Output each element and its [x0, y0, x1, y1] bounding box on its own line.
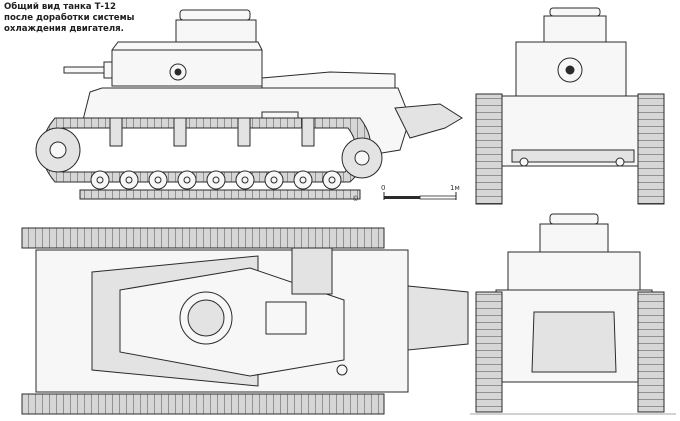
scale-end-label: 1м: [450, 184, 460, 192]
side-suspension-springs: [109, 117, 315, 147]
rear-turret: [507, 251, 641, 293]
front-left-track: [475, 93, 503, 205]
caption-line-3: охлаждения двигателя.: [4, 24, 124, 34]
caption-line-2: после доработки системы: [4, 13, 135, 23]
copyright-mark: ©: [352, 195, 359, 203]
top-track-upper: [21, 227, 385, 249]
drawing-caption: Общий вид танка Т-12 после доработки сис…: [4, 2, 174, 35]
rear-view: [470, 213, 676, 415]
top-engine-hatch: [265, 301, 307, 335]
front-view: [475, 7, 665, 205]
side-gun-barrel: [63, 61, 119, 79]
scale-bar: [383, 192, 457, 200]
side-track-lower-run: [79, 189, 361, 200]
caption-line-1: Общий вид танка Т-12: [4, 2, 116, 12]
top-radiator-grille: [291, 247, 333, 295]
side-view: [35, 9, 463, 200]
top-view: [21, 227, 469, 415]
top-track-lower: [21, 393, 385, 415]
scale-start-label: 0: [381, 184, 386, 192]
side-tail-skid: [394, 103, 463, 139]
rear-right-track: [637, 291, 665, 413]
side-turret: [111, 9, 263, 87]
side-road-wheels: [90, 170, 342, 190]
front-right-track: [637, 93, 665, 205]
rear-left-track: [475, 291, 503, 413]
top-tail-skid: [407, 285, 469, 351]
rear-engine-door: [531, 311, 617, 373]
